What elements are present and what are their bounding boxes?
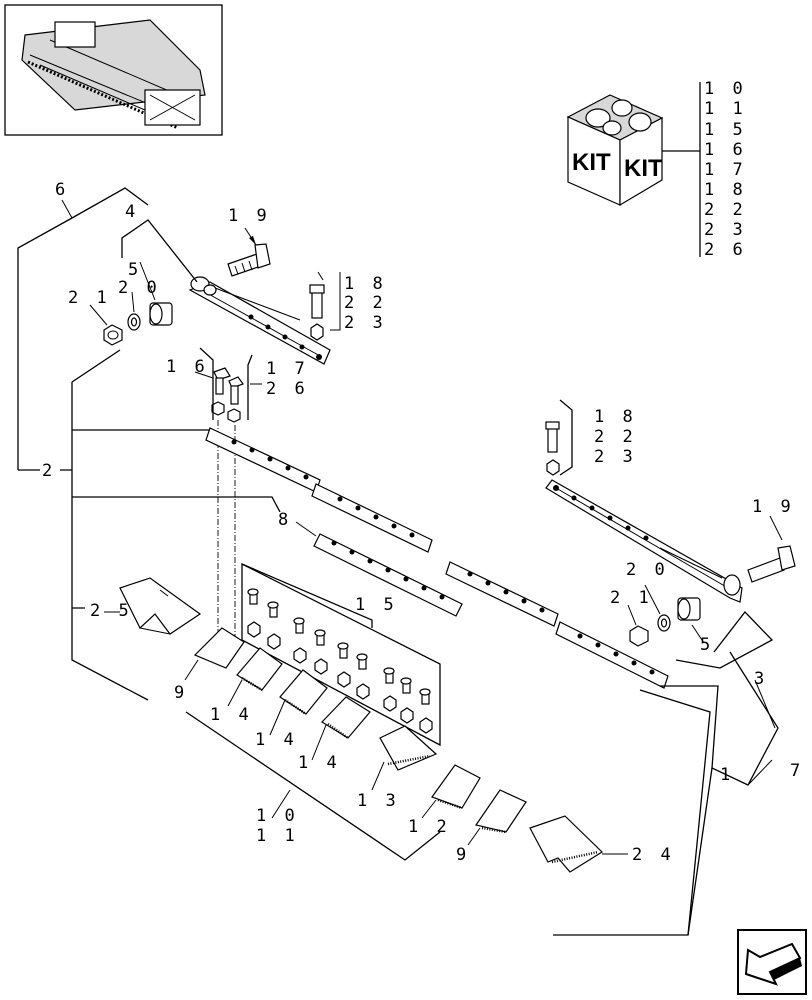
callout-19: 1 9	[228, 206, 271, 226]
callout-6: 6	[55, 180, 69, 200]
callout-23: 2 3	[594, 447, 637, 467]
nut-21-top	[103, 324, 123, 346]
bolt-19-top	[227, 243, 271, 277]
section-bolts	[247, 588, 433, 734]
callout-8: 8	[278, 510, 292, 530]
callout-5: 5	[128, 260, 142, 280]
knife-back-right	[445, 561, 669, 689]
callout-14: 1 4	[210, 705, 253, 725]
kit-label-right: KIT	[624, 155, 663, 182]
callouts: 6 4 1 9 5 2 0 2 1 1 8 2 2 2 3 1 6 1 7 2 …	[42, 180, 804, 865]
callout-18: 1 8	[594, 407, 637, 427]
kit-item: 1 1	[704, 99, 747, 119]
callout-12: 1 2	[408, 817, 451, 837]
knife-sections	[119, 577, 603, 873]
callout-5: 5	[700, 635, 714, 655]
kit-item-list: 1 0 1 1 1 5 1 6 1 7 1 8 2 2 2 3 2 6	[704, 79, 747, 260]
callout-2: 2	[42, 461, 56, 481]
kit-item: 1 8	[704, 180, 747, 200]
callout-22: 2 2	[594, 427, 637, 447]
callout-21: 2 1	[68, 288, 111, 308]
knife-back-left	[205, 427, 433, 553]
kit-box-icon: KIT KIT	[566, 94, 664, 207]
callout-24: 2 4	[632, 845, 675, 865]
kit-item: 1 6	[704, 140, 747, 160]
left-pitman-arm	[188, 276, 331, 365]
header-thumbnail	[4, 4, 223, 136]
kit-item: 1 0	[704, 79, 747, 99]
callout-3: 3	[754, 669, 768, 689]
callout-9: 9	[174, 683, 188, 703]
bolt-18-right	[545, 421, 560, 476]
bolt-18-top	[309, 284, 325, 341]
knife-back-bar-8	[313, 533, 463, 617]
callout-17: 1 7	[266, 359, 309, 379]
right-hardware	[629, 597, 701, 647]
back-arrow-icon[interactable]	[737, 929, 807, 995]
right-pitman-arm	[545, 479, 743, 603]
callout-9: 9	[456, 845, 470, 865]
bolt-19-right	[747, 545, 796, 583]
kit-item: 1 5	[704, 120, 747, 140]
callout-1: 1	[720, 765, 734, 785]
callout-22: 2 2	[344, 293, 387, 313]
callout-7: 7	[790, 761, 804, 781]
callout-26: 2 6	[266, 379, 309, 399]
callout-20: 2 0	[626, 560, 669, 580]
callout-21: 2 1	[610, 588, 653, 608]
callout-11: 1 1	[256, 826, 299, 846]
bushing-5-top	[149, 302, 173, 326]
callout-16: 1 6	[166, 357, 209, 377]
callout-14: 1 4	[298, 753, 341, 773]
kit-item: 2 6	[704, 240, 747, 260]
plow-bolts	[211, 367, 244, 423]
callout-4: 4	[125, 202, 139, 222]
callout-23: 2 3	[344, 313, 387, 333]
callout-14: 1 4	[255, 730, 298, 750]
callout-15: 1 5	[355, 595, 398, 615]
callout-19: 1 9	[752, 497, 795, 517]
washer-20-top	[127, 313, 141, 331]
kit-item: 2 2	[704, 200, 747, 220]
kit-label-left: KIT	[572, 149, 611, 176]
callout-18: 1 8	[344, 274, 387, 294]
callout-20: 2 0	[118, 278, 161, 298]
callout-10: 1 0	[256, 806, 299, 826]
callout-25: 2 5	[90, 601, 133, 621]
kit-item: 1 7	[704, 160, 747, 180]
kit-item: 2 3	[704, 220, 747, 240]
callout-13: 1 3	[357, 791, 400, 811]
